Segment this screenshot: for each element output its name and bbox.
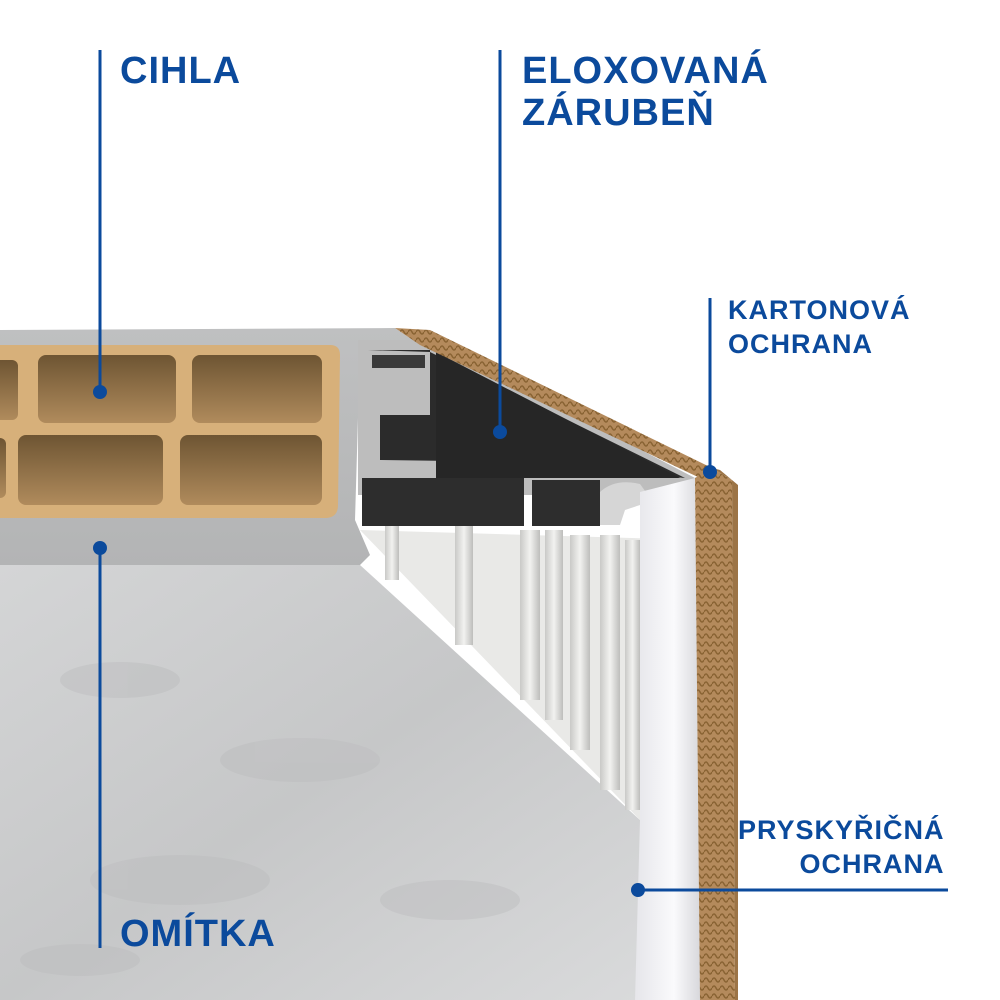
label-resin-line2: OCHRANA bbox=[799, 849, 945, 879]
label-resin-protection: PRYSKYŘIČNÁ OCHRANA bbox=[738, 813, 945, 881]
plaster-texture bbox=[20, 662, 520, 976]
label-brick-text: CIHLA bbox=[120, 50, 242, 92]
label-anodized-frame: ELOXOVANÁ ZÁRUBEŇ bbox=[522, 50, 769, 134]
label-plaster: OMÍTKA bbox=[120, 913, 276, 955]
leader-lines bbox=[93, 50, 948, 948]
anodized-frame-profile bbox=[358, 340, 695, 526]
frame-fins bbox=[360, 525, 700, 1000]
leader-frame-dot bbox=[493, 425, 507, 439]
label-cardboard-protection: KARTONOVÁ OCHRANA bbox=[728, 293, 911, 361]
label-cardboard-line2: OCHRANA bbox=[728, 329, 873, 359]
brick-section bbox=[0, 345, 340, 518]
label-cardboard-line1: KARTONOVÁ bbox=[728, 295, 911, 325]
leader-brick-dot bbox=[93, 385, 107, 399]
resin-protection bbox=[635, 478, 700, 1000]
label-resin-line1: PRYSKYŘIČNÁ bbox=[738, 815, 945, 845]
leader-cardboard-dot bbox=[703, 465, 717, 479]
label-frame-line1: ELOXOVANÁ bbox=[522, 50, 769, 92]
leader-resin-dot bbox=[631, 883, 645, 897]
label-frame-line2: ZÁRUBEŇ bbox=[522, 92, 715, 134]
label-plaster-text: OMÍTKA bbox=[120, 913, 276, 955]
leader-plaster-dot bbox=[93, 541, 107, 555]
label-brick: CIHLA bbox=[120, 50, 241, 92]
cardboard-protection bbox=[395, 328, 738, 1000]
